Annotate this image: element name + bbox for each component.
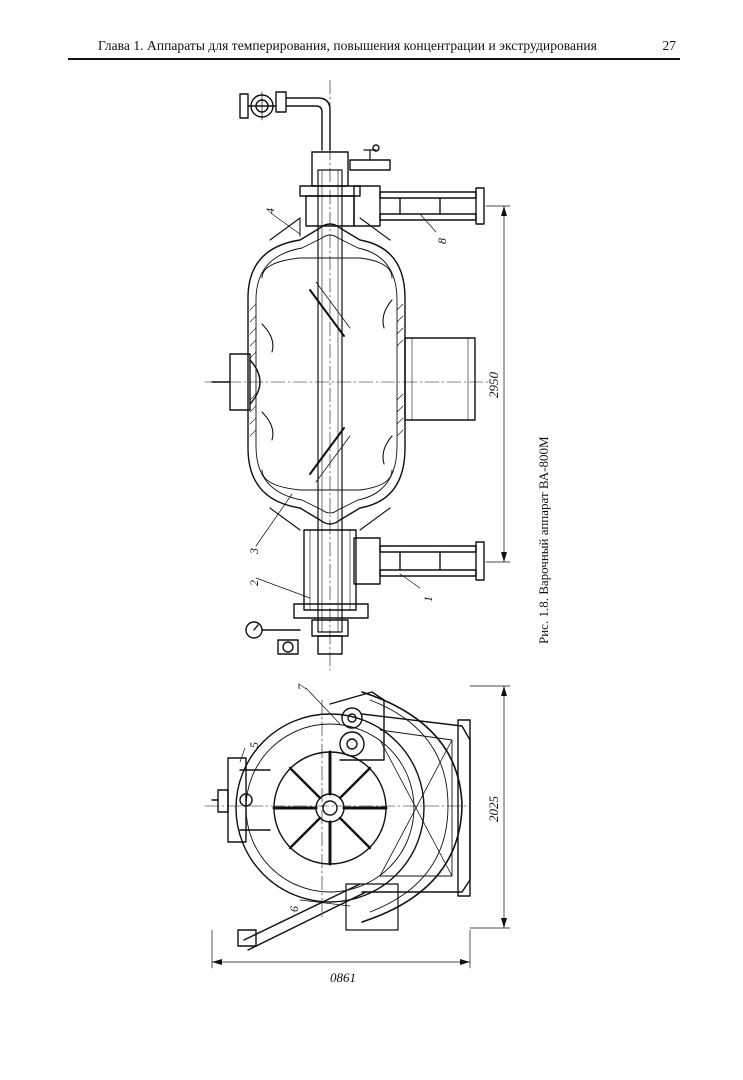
callout-8: 8 <box>435 238 449 244</box>
figure-caption: Рис. 1.8. Варочный аппарат ВА-800М <box>536 436 551 644</box>
callout-1: 1 <box>421 596 435 602</box>
running-header: Глава 1. Аппараты для темперирования, по… <box>68 36 680 60</box>
dimension-2025: 2025 <box>486 796 501 823</box>
chapter-title: Глава 1. Аппараты для темперирования, по… <box>98 38 597 53</box>
longitudinal-section <box>211 91 485 655</box>
page-number: 27 <box>662 38 677 53</box>
dimension-2950: 2950 <box>486 372 501 399</box>
cross-section <box>211 691 471 951</box>
callout-3: 3 <box>247 548 261 555</box>
dimension-0861: 0861 <box>330 970 356 985</box>
callout-4: 4 <box>263 208 277 214</box>
callout-7: 7 <box>295 683 309 690</box>
callout-2: 2 <box>247 580 261 586</box>
header-rule <box>68 58 680 60</box>
callout-5: 5 <box>247 742 261 748</box>
callout-6: 6 <box>287 906 301 912</box>
